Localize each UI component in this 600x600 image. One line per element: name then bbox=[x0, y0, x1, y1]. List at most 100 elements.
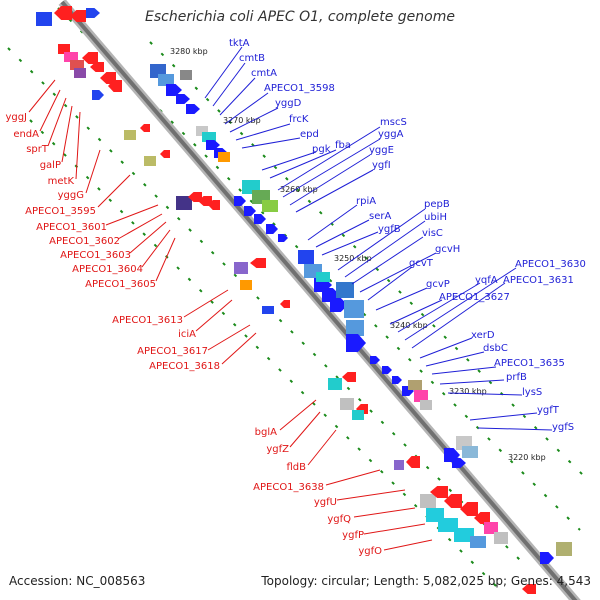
forward-gene-arrow bbox=[266, 224, 278, 234]
scale-label: 3280 kbp bbox=[170, 47, 208, 56]
gene-label: tktA bbox=[229, 38, 250, 49]
forward-gene-arrow bbox=[254, 214, 266, 224]
gene-block bbox=[316, 272, 330, 282]
map-title: Escherichia coli APEC O1, complete genom… bbox=[145, 9, 455, 25]
gene-block bbox=[58, 44, 70, 54]
gene-label: APECO1_3631 bbox=[503, 275, 574, 286]
gene-label: gcvH bbox=[435, 244, 460, 255]
gene-block bbox=[234, 262, 248, 274]
gene-label: APECO1_3602 bbox=[49, 236, 120, 247]
gene-label: xerD bbox=[471, 330, 495, 341]
reverse-gene-arrow bbox=[406, 456, 420, 468]
gene-label: bglA bbox=[255, 427, 277, 438]
gene-block bbox=[470, 536, 486, 548]
gene-block bbox=[556, 542, 572, 556]
gene-block bbox=[340, 398, 354, 410]
gene-label: yggJ bbox=[5, 112, 27, 123]
gene-block bbox=[36, 12, 52, 26]
gene-label: iciA bbox=[178, 329, 196, 340]
reverse-gene-arrow bbox=[430, 486, 448, 498]
gene-block bbox=[298, 250, 314, 264]
gene-block bbox=[328, 378, 342, 390]
gene-block bbox=[414, 390, 428, 402]
gene-label: gcvP bbox=[426, 279, 450, 290]
gene-label: pgk bbox=[312, 144, 331, 155]
forward-gene-arrow bbox=[278, 234, 288, 242]
forward-gene-arrow bbox=[166, 84, 182, 96]
reverse-gene-labels: yggJ endA sprT galP metK yggG APECO1_359… bbox=[5, 112, 382, 557]
reverse-gene-arrow bbox=[70, 10, 86, 22]
gene-label: ygfB bbox=[378, 224, 401, 235]
gene-block bbox=[180, 70, 192, 80]
genome-summary: Topology: circular; Length: 5,082,025 bp… bbox=[261, 574, 591, 588]
gene-block bbox=[484, 522, 498, 534]
gene-block bbox=[346, 320, 364, 336]
gene-label: APECO1_3618 bbox=[149, 361, 220, 372]
forward-gene-arrow bbox=[382, 366, 392, 374]
gene-label: ubiH bbox=[424, 212, 447, 223]
gene-block bbox=[394, 460, 404, 470]
gene-label: yggD bbox=[275, 98, 302, 109]
gene-label: APECO1_3601 bbox=[36, 222, 107, 233]
gene-block bbox=[158, 74, 174, 86]
gene-label: yqfA bbox=[475, 275, 498, 286]
gene-label: cmtB bbox=[239, 53, 265, 64]
gene-label: yggA bbox=[378, 129, 404, 140]
gene-label: APECO1_3613 bbox=[112, 315, 183, 326]
reverse-leader-lines bbox=[28, 79, 433, 551]
reverse-gene-arrow bbox=[250, 258, 266, 268]
reverse-gene-arrow bbox=[100, 72, 116, 84]
reverse-gene-arrow bbox=[160, 150, 170, 158]
gene-label: ygfP bbox=[342, 530, 364, 541]
gene-block bbox=[70, 60, 84, 70]
forward-gene-arrow bbox=[244, 206, 256, 216]
gene-block bbox=[74, 68, 86, 78]
gene-block bbox=[124, 130, 136, 140]
accession-label: Accession: NC_008563 bbox=[9, 574, 146, 588]
reverse-gene-arrow bbox=[140, 124, 150, 132]
gene-block bbox=[202, 132, 216, 142]
forward-gene-arrow bbox=[452, 458, 466, 468]
gene-block bbox=[462, 446, 478, 458]
gene-label: fldB bbox=[286, 462, 306, 473]
scale-label: 3260 kbp bbox=[280, 185, 318, 194]
gene-block bbox=[438, 518, 458, 532]
reverse-gene-arrow bbox=[188, 192, 202, 202]
gene-label: frcK bbox=[289, 114, 309, 125]
gene-label: ygfZ bbox=[266, 444, 289, 455]
gene-block bbox=[454, 528, 474, 542]
gene-block bbox=[408, 380, 422, 390]
gene-label: fba bbox=[335, 140, 351, 151]
forward-gene-arrow bbox=[176, 94, 190, 104]
forward-gene-arrow bbox=[186, 104, 200, 114]
gene-block bbox=[420, 494, 436, 508]
gene-features bbox=[36, 6, 572, 594]
scale-label: 3250 kbp bbox=[334, 254, 372, 263]
gene-label: APECO1_3617 bbox=[137, 346, 208, 357]
gene-label: sprT bbox=[26, 144, 49, 155]
gene-label: metK bbox=[48, 176, 75, 187]
reverse-gene-arrow bbox=[280, 300, 290, 308]
gene-label: serA bbox=[369, 211, 391, 222]
gene-label: visC bbox=[422, 228, 443, 239]
forward-gene-arrow bbox=[330, 298, 348, 312]
forward-gene-arrow bbox=[234, 196, 246, 206]
gene-label: yggE bbox=[369, 145, 394, 156]
gene-label: pepB bbox=[424, 199, 450, 210]
gene-label: prfB bbox=[506, 372, 527, 383]
gene-label: mscS bbox=[380, 117, 407, 128]
gene-label: ygfU bbox=[314, 497, 337, 508]
gene-block bbox=[494, 532, 508, 544]
gene-label: galP bbox=[40, 160, 61, 171]
reverse-gene-arrow bbox=[82, 52, 98, 64]
gene-block bbox=[176, 196, 192, 210]
gene-label: APECO1_3595 bbox=[25, 206, 96, 217]
reverse-gene-arrow bbox=[208, 200, 220, 210]
reverse-gene-arrow bbox=[198, 196, 212, 206]
reverse-gene-arrow bbox=[522, 584, 536, 594]
gene-label: APECO1_3605 bbox=[85, 279, 156, 290]
gene-label: dsbC bbox=[483, 343, 508, 354]
reverse-gene-arrow bbox=[108, 80, 122, 92]
gene-label: rpiA bbox=[356, 196, 376, 207]
gene-label: APECO1_3627 bbox=[439, 292, 510, 303]
